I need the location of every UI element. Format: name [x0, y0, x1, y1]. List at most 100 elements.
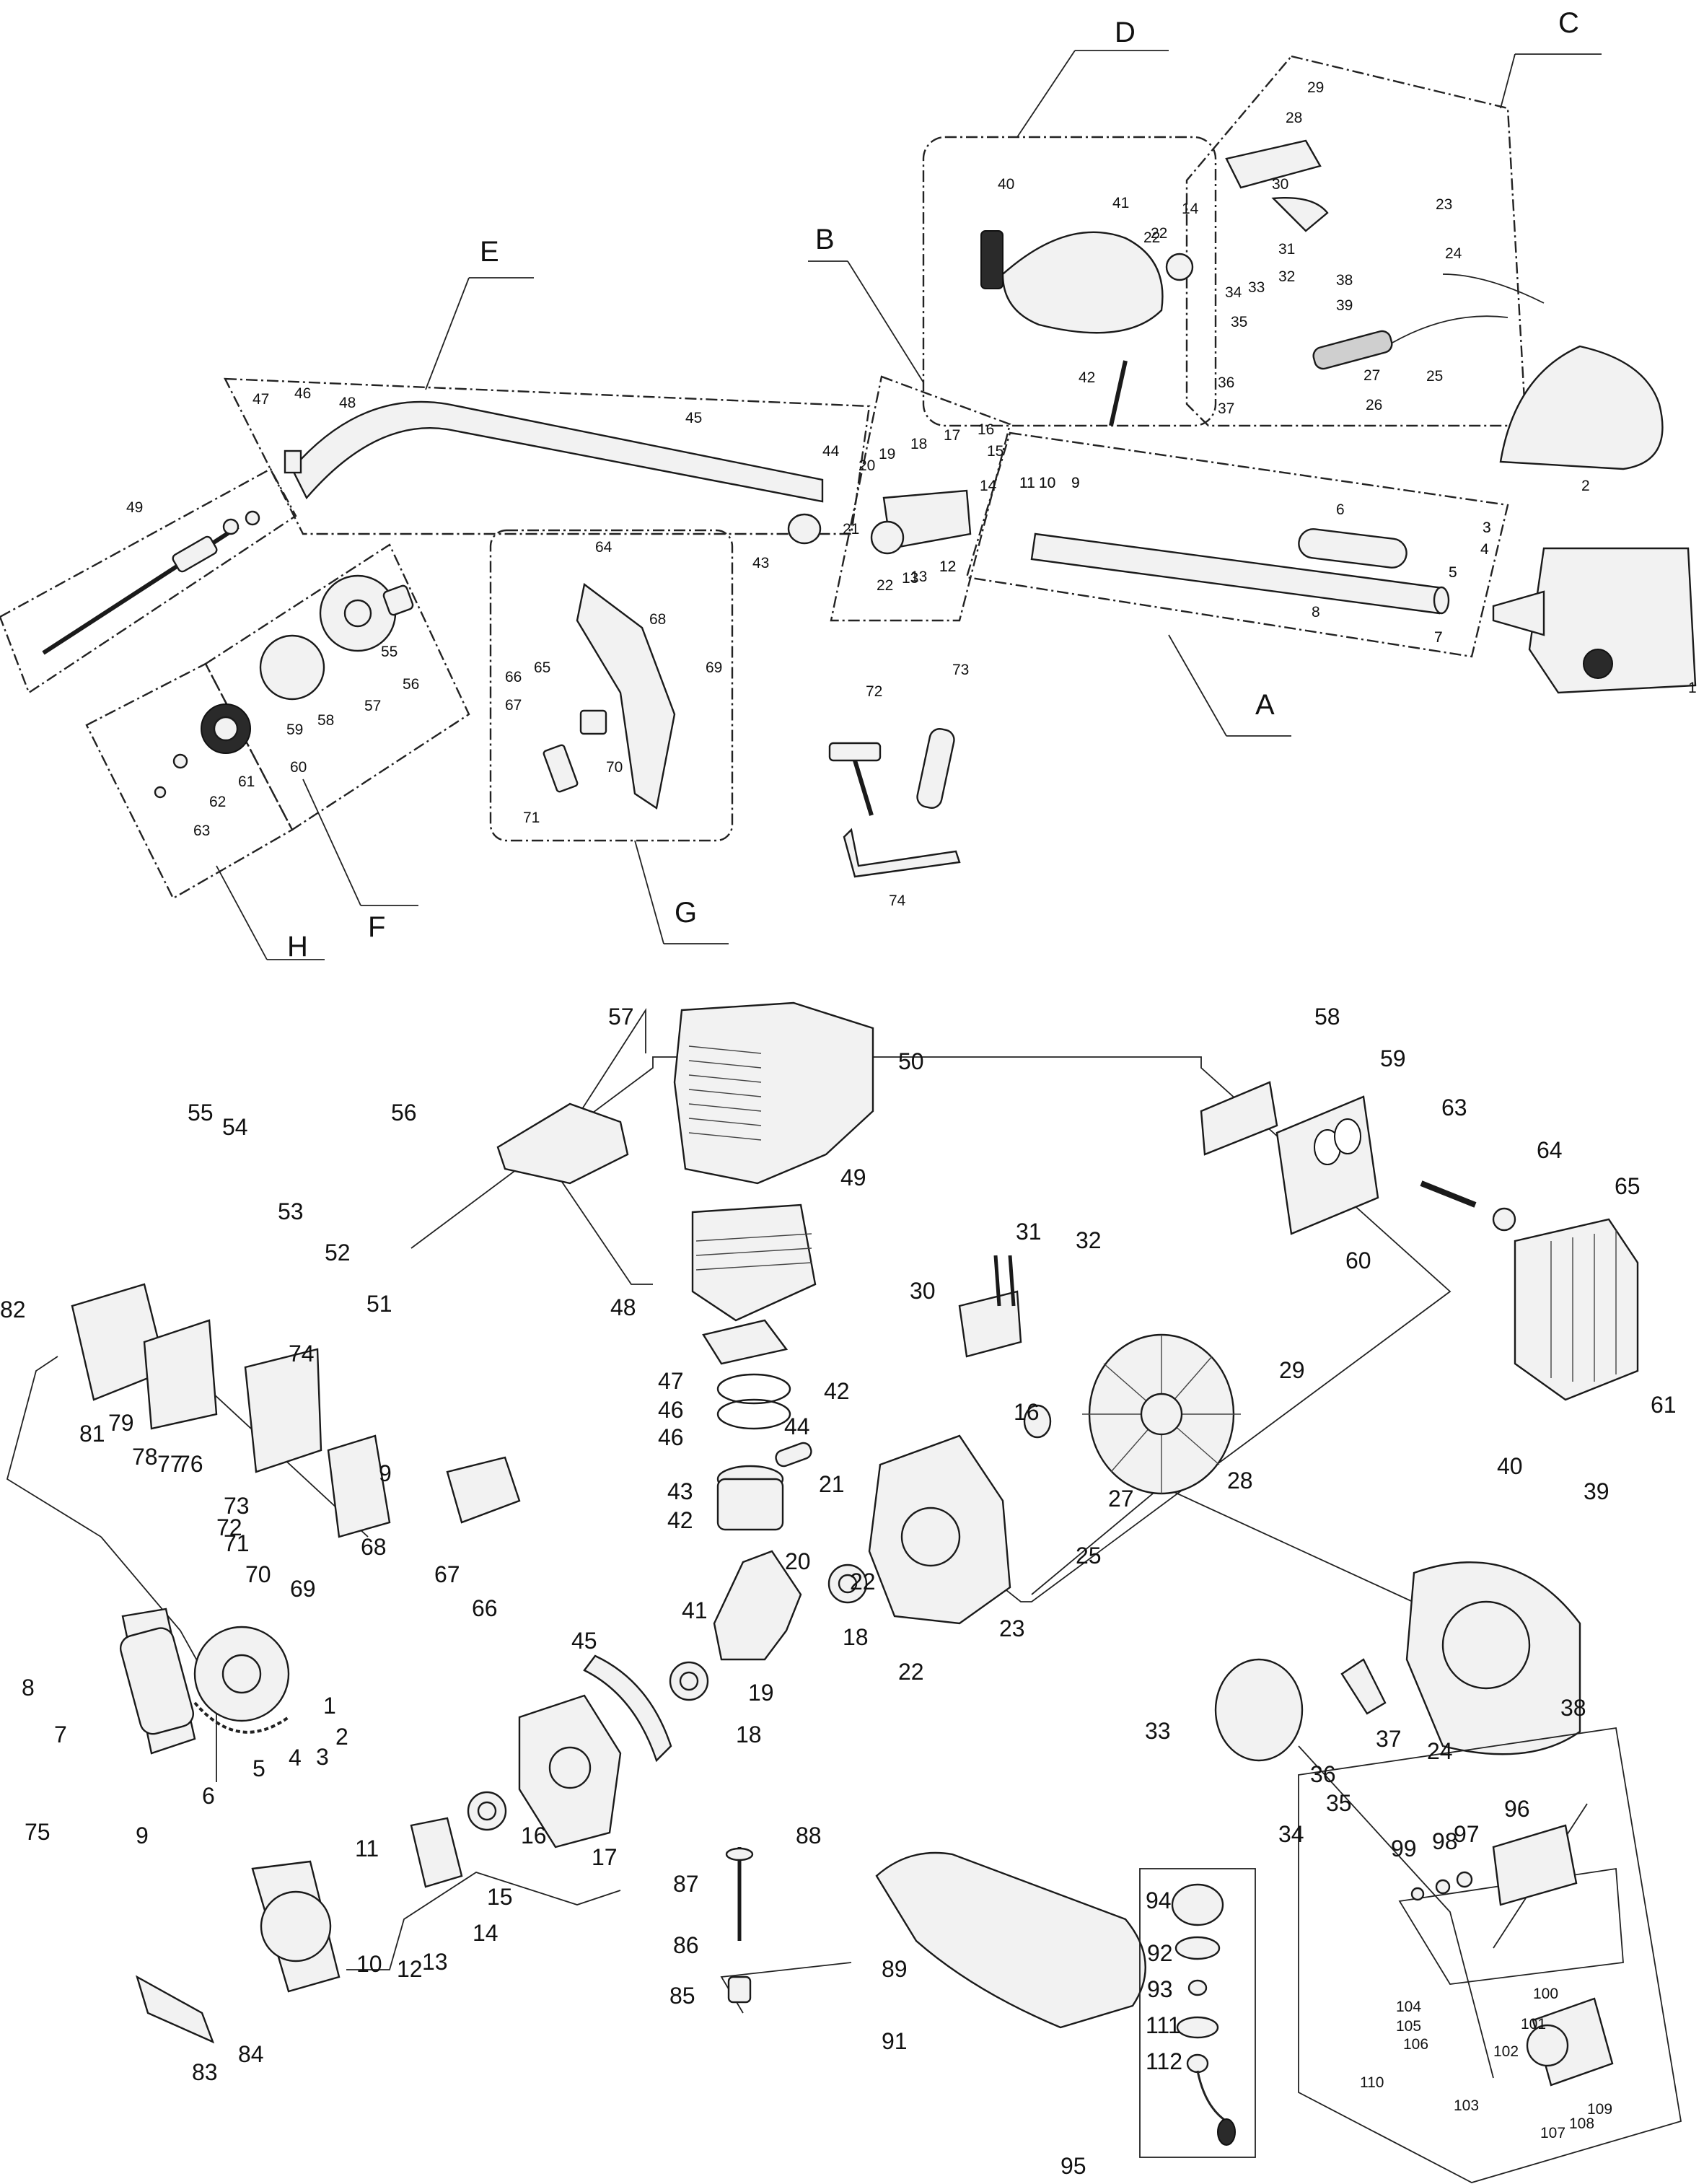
svg-text:8: 8: [22, 1675, 35, 1701]
svg-text:37: 37: [1376, 1726, 1402, 1752]
svg-text:112: 112: [1146, 2048, 1182, 2074]
section-box-d: [922, 136, 1217, 427]
svg-text:26: 26: [1366, 397, 1382, 413]
throttle-cover: [1225, 139, 1322, 189]
clutch: [1214, 1658, 1304, 1762]
svg-text:4: 4: [1480, 541, 1489, 558]
svg-text:59: 59: [286, 722, 303, 738]
svg-text:41: 41: [1112, 195, 1129, 211]
svg-text:79: 79: [108, 1410, 134, 1436]
section-box-e: [224, 377, 871, 535]
svg-text:10: 10: [1039, 475, 1055, 491]
svg-text:60: 60: [290, 759, 307, 776]
svg-text:9: 9: [379, 1460, 392, 1486]
svg-text:22: 22: [877, 577, 893, 594]
svg-text:99: 99: [1391, 1836, 1417, 1861]
svg-text:109: 109: [1587, 2101, 1612, 2118]
svg-text:12: 12: [397, 1956, 423, 1982]
svg-text:34: 34: [1225, 284, 1242, 301]
muffler-gasket: [1200, 1081, 1278, 1156]
svg-text:68: 68: [649, 611, 666, 628]
svg-text:64: 64: [1537, 1137, 1563, 1163]
svg-text:40: 40: [1497, 1453, 1523, 1479]
svg-text:94: 94: [1146, 1887, 1172, 1913]
svg-text:10: 10: [356, 1951, 382, 1977]
svg-text:17: 17: [944, 427, 960, 444]
fuel-cap-box: [1139, 1868, 1256, 2158]
svg-text:72: 72: [866, 683, 882, 700]
svg-text:36: 36: [1218, 374, 1234, 391]
svg-text:104: 104: [1396, 1999, 1421, 2015]
section-box-c: [1185, 55, 1527, 427]
starter-cover: [119, 1627, 194, 1735]
svg-text:86: 86: [673, 1932, 699, 1958]
top-parts: [42, 139, 1697, 878]
svg-text:72: 72: [216, 1514, 242, 1540]
grip-tube: [1298, 528, 1407, 569]
svg-text:63: 63: [193, 823, 210, 839]
section-label-d: D: [1115, 17, 1136, 48]
svg-text:24: 24: [1427, 1738, 1453, 1764]
section-label-h: H: [287, 931, 308, 962]
svg-text:7: 7: [1434, 629, 1443, 646]
svg-text:22: 22: [1143, 229, 1160, 246]
svg-text:69: 69: [290, 1576, 316, 1602]
svg-text:32: 32: [1076, 1227, 1102, 1253]
svg-text:30: 30: [910, 1278, 936, 1304]
svg-text:47: 47: [252, 391, 269, 408]
svg-text:11: 11: [1019, 475, 1035, 491]
svg-text:2: 2: [335, 1724, 348, 1750]
section-label-b: B: [815, 224, 835, 255]
svg-text:24: 24: [1445, 245, 1462, 262]
svg-text:46: 46: [658, 1424, 684, 1450]
svg-text:65: 65: [534, 659, 550, 676]
svg-text:9: 9: [136, 1823, 149, 1848]
svg-text:71: 71: [224, 1530, 250, 1556]
svg-text:42: 42: [667, 1507, 693, 1533]
svg-text:22: 22: [898, 1659, 924, 1685]
svg-text:44: 44: [784, 1413, 810, 1439]
svg-text:68: 68: [361, 1534, 387, 1560]
svg-text:74: 74: [289, 1341, 315, 1367]
svg-text:16: 16: [1014, 1399, 1040, 1425]
svg-text:67: 67: [434, 1561, 460, 1587]
piston: [716, 1478, 784, 1531]
svg-text:39: 39: [1584, 1478, 1609, 1504]
svg-text:30: 30: [1272, 176, 1288, 193]
svg-text:51: 51: [366, 1291, 392, 1317]
svg-text:44: 44: [822, 443, 840, 460]
svg-text:8: 8: [1312, 604, 1320, 620]
svg-text:97: 97: [1454, 1821, 1480, 1847]
svg-text:12: 12: [939, 558, 956, 575]
svg-text:92: 92: [1147, 1940, 1173, 1966]
svg-text:11: 11: [355, 1836, 379, 1861]
cylinder: [691, 1203, 817, 1322]
svg-text:52: 52: [325, 1240, 351, 1266]
svg-text:46: 46: [658, 1397, 684, 1423]
section-label-c: C: [1558, 7, 1579, 39]
svg-text:6: 6: [1336, 501, 1345, 518]
svg-text:106: 106: [1403, 2036, 1428, 2053]
svg-text:3: 3: [1483, 519, 1491, 536]
svg-text:14: 14: [980, 478, 997, 494]
svg-text:19: 19: [879, 446, 895, 462]
svg-text:1: 1: [323, 1693, 336, 1719]
cylinder-gasket: [702, 1319, 789, 1365]
trimmer-spool: [259, 634, 325, 701]
svg-text:20: 20: [858, 457, 875, 474]
svg-text:40: 40: [998, 176, 1014, 193]
svg-text:17: 17: [592, 1844, 618, 1870]
svg-text:27: 27: [1363, 367, 1380, 384]
svg-text:19: 19: [748, 1680, 774, 1706]
bottom-parts: [71, 1001, 1682, 2183]
tool-hex-key: [843, 828, 961, 878]
svg-text:70: 70: [245, 1561, 271, 1587]
bottom-callouts: 1 2 3 4 5 6 7 8 9 9 10 11 12 13 14 15 16…: [0, 1004, 1677, 2179]
svg-text:45: 45: [571, 1628, 597, 1654]
svg-text:105: 105: [1396, 2018, 1421, 2035]
muffler-cover: [1514, 1218, 1639, 1401]
svg-text:5: 5: [1449, 564, 1457, 581]
svg-text:69: 69: [706, 659, 722, 676]
svg-text:3: 3: [1483, 519, 1491, 536]
svg-text:91: 91: [882, 2028, 908, 2054]
